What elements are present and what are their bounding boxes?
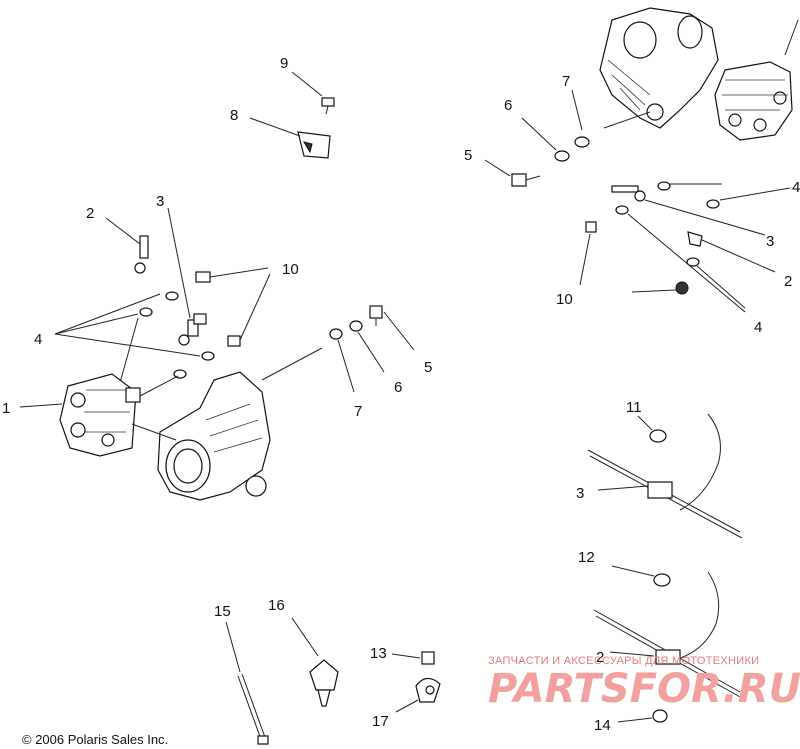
callout-17: 17 (372, 713, 389, 730)
washer-4-left-c (201, 351, 215, 361)
callout-15: 15 (214, 603, 231, 620)
brake-line-3-middle (587, 413, 743, 539)
bolt-5-left (369, 305, 383, 326)
bleeder-2-left (134, 235, 149, 274)
callout-2-right: 2 (784, 273, 792, 290)
callout-1: 1 (2, 400, 10, 417)
callout-6-left: 6 (394, 379, 402, 396)
clip-17 (415, 677, 441, 703)
callout-10-left: 10 (282, 261, 299, 278)
washer-4-left-a (165, 291, 179, 301)
callout-7-top: 7 (562, 73, 570, 90)
callout-10-right: 10 (556, 291, 573, 308)
callout-9: 9 (280, 55, 288, 72)
washer-4-right-c (615, 205, 629, 215)
brake-line-2-lower (593, 571, 743, 699)
brake-line-fitting-3-top (611, 185, 646, 202)
callout-4-right-top: 4 (792, 179, 800, 196)
callout-5-left: 5 (424, 359, 432, 376)
washer-7-left (329, 328, 343, 340)
callout-11: 11 (626, 399, 642, 416)
callout-3-right: 3 (766, 233, 774, 250)
washer-4-right-b (706, 199, 720, 209)
callout-13: 13 (370, 645, 387, 662)
callout-16: 16 (268, 597, 285, 614)
washer-7-top (574, 136, 590, 148)
washer-14 (652, 709, 668, 723)
rear-knuckle-housing-left (157, 371, 271, 501)
bolt-9 (321, 97, 335, 115)
washer-4-right-a (657, 181, 671, 191)
washer-4-right-d (686, 257, 700, 267)
callout-2-left: 2 (86, 205, 94, 222)
bracket-8 (297, 131, 331, 159)
callout-3-middle: 3 (576, 485, 584, 502)
callout-8: 8 (230, 107, 238, 124)
rear-knuckle-housing (599, 7, 719, 129)
nut-11 (649, 429, 667, 443)
push-pin-16 (309, 659, 339, 707)
bracket-2-top (687, 231, 703, 247)
washer-4-left-b (139, 307, 153, 317)
callout-6-top: 6 (504, 97, 512, 114)
washer-6-top (554, 150, 570, 162)
watermark-tagline: ЗАПЧАСТИ И АКСЕССУАРЫ ДЛЯ МОТОТЕХНИКИ (488, 655, 759, 667)
callout-4-left: 4 (34, 331, 42, 348)
callout-3-left: 3 (156, 193, 164, 210)
copyright-text: © 2006 Polaris Sales Inc. (22, 732, 168, 747)
watermark-brand: PARTSFOR.RU (488, 666, 800, 712)
callout-12: 12 (578, 549, 595, 566)
bolts-10-left (193, 271, 241, 347)
bolt-10-top (585, 221, 597, 233)
washer-12 (653, 573, 671, 587)
fitting-3-left (178, 319, 199, 346)
brake-caliper-left (59, 373, 141, 457)
callout-4-right-bottom: 4 (754, 319, 762, 336)
callout-14: 14 (594, 717, 611, 734)
bolt-5-top (511, 173, 541, 187)
rivet-13 (421, 651, 435, 665)
callout-2-lower: 2 (596, 649, 604, 666)
callout-7-left: 7 (354, 403, 362, 420)
tie-strap-15 (237, 673, 269, 745)
washer-6-left (349, 320, 363, 332)
brake-caliper-top (714, 61, 793, 141)
callout-5-top: 5 (464, 147, 472, 164)
bolt-10-top-b (631, 281, 689, 295)
